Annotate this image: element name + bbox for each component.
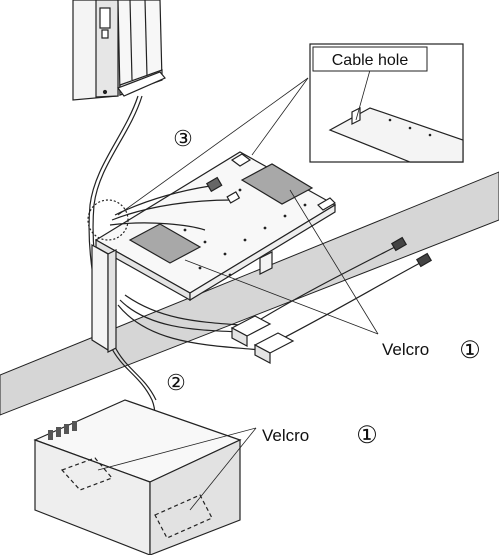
step-1-marker-upper: ① (459, 337, 481, 364)
cable-hole-label-box (312, 46, 428, 72)
step-1-marker-lower: ① (356, 422, 378, 449)
mounting-rail (117, 0, 166, 97)
floor-band (0, 171, 499, 416)
velcro-label-lower: Velcro (262, 426, 309, 445)
step-3-marker: ③ (173, 126, 193, 151)
plate-cables (109, 185, 233, 231)
cable-hole-detail: Cable hole (309, 43, 464, 163)
velcro-label-upper: Velcro (382, 340, 429, 359)
step-2-marker: ② (166, 370, 186, 395)
stand-legs (91, 243, 273, 353)
mounting-plate (94, 151, 337, 302)
cable-routing-highlight (87, 199, 129, 241)
leader-lines-top (117, 77, 309, 216)
power-box (33, 399, 242, 555)
cable-hole-label: Cable hole (332, 52, 409, 69)
display-panel (72, 0, 119, 101)
ac-adapters (230, 315, 295, 364)
plugs (205, 176, 241, 204)
wall-plugs (390, 236, 433, 268)
velcro-leaders (97, 189, 379, 511)
